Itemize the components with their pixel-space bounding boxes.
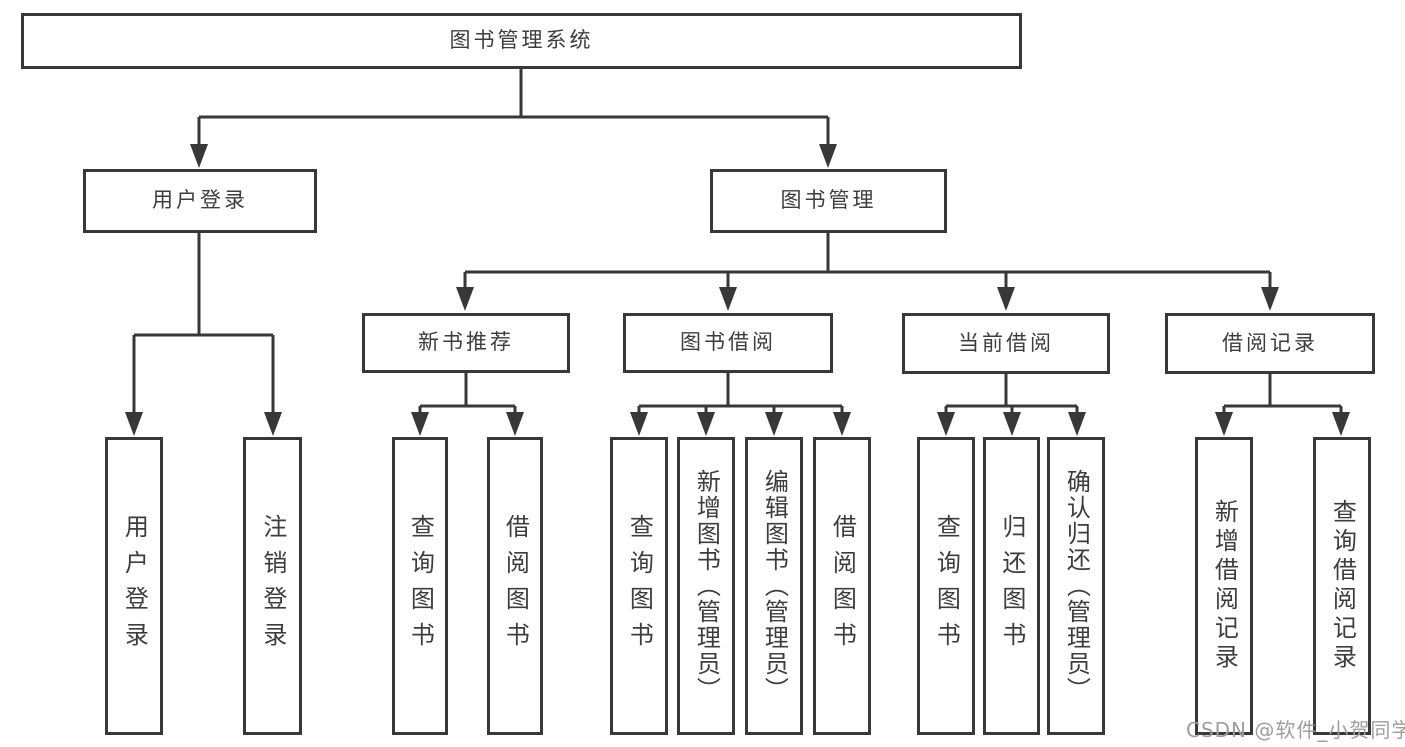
node-new-book-recommend: 新书推荐 <box>362 313 570 373</box>
leaf-records-query-record: 查询借阅记录 <box>1313 437 1371 735</box>
leaf-current-query-books: 查询图书 <box>917 437 975 735</box>
node-borrow-records: 借阅记录 <box>1165 313 1375 374</box>
leaf-borrow-add-books-admin: 新增图书（管理员） <box>677 437 735 735</box>
connector-lines <box>132 69 1343 414</box>
leaf-records-add-record: 新增借阅记录 <box>1195 437 1253 735</box>
leaf-borrow-borrow-books: 借阅图书 <box>813 437 871 735</box>
leaf-user-login: 用户登录 <box>105 437 163 735</box>
node-book-management: 图书管理 <box>710 169 947 233</box>
leaf-recommend-query-books: 查询图书 <box>392 437 448 735</box>
leaf-current-confirm-return-admin: 确认归还（管理员） <box>1047 437 1105 735</box>
node-user-login: 用户登录 <box>83 169 317 233</box>
leaf-borrow-edit-books-admin: 编辑图书（管理员） <box>745 437 803 735</box>
watermark: CSDN @软件_小贺同学 <box>1186 718 1405 742</box>
node-root: 图书管理系统 <box>21 13 1022 69</box>
leaf-borrow-query-books: 查询图书 <box>610 437 668 735</box>
arrowheads <box>125 144 1350 436</box>
leaf-logout: 注销登录 <box>243 437 302 735</box>
node-current-borrow: 当前借阅 <box>902 313 1110 374</box>
leaf-recommend-borrow-books: 借阅图书 <box>487 437 543 735</box>
node-book-borrow: 图书借阅 <box>623 313 833 373</box>
leaf-current-return-books: 归还图书 <box>983 437 1040 735</box>
